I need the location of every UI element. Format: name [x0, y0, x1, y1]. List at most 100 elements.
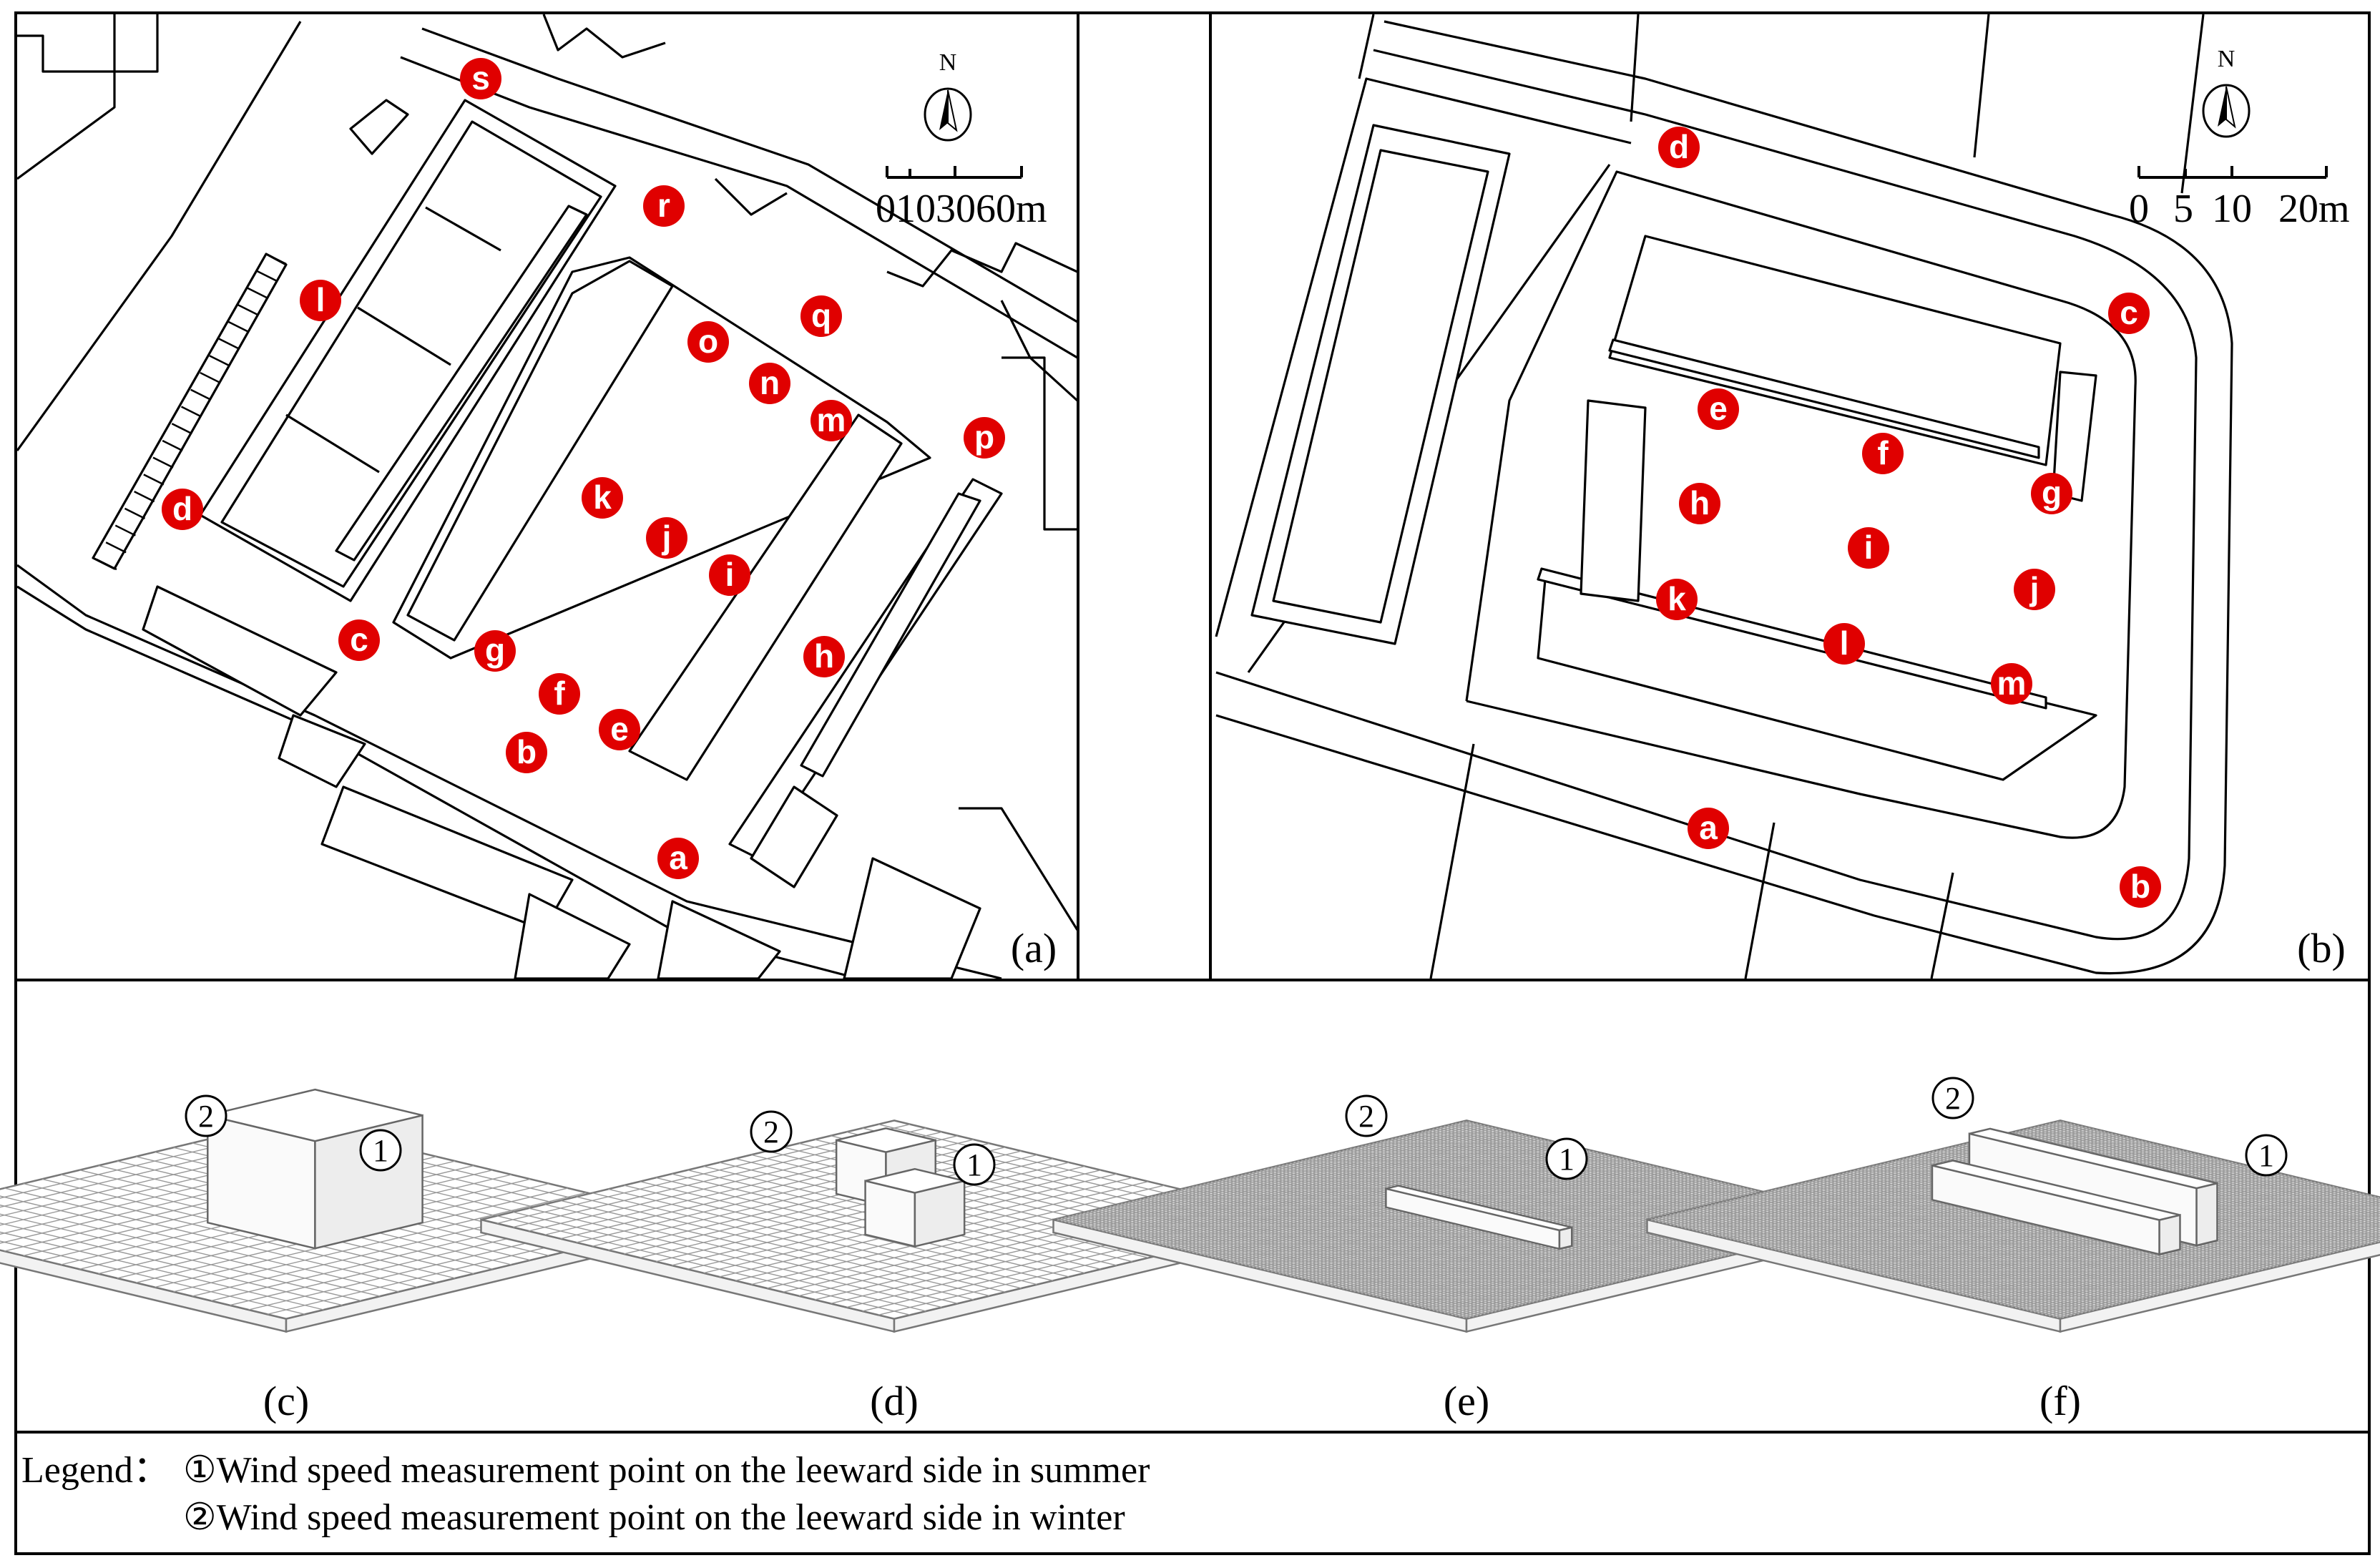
panel-b-label: (b) [2297, 925, 2346, 971]
svg-text:2: 2 [198, 1099, 214, 1134]
legend: Legend： ①Wind speed measurement point on… [21, 1450, 1150, 1538]
panel-a-point-j: j [646, 517, 687, 559]
svg-text:f: f [1877, 434, 1889, 471]
panel-a-point-i: i [709, 554, 750, 596]
svg-text:m: m [1016, 187, 1047, 231]
svg-text:0: 0 [876, 187, 896, 231]
model-building [1385, 1185, 1573, 1250]
panel-a-point-q: q [800, 295, 842, 337]
svg-text:b: b [2130, 868, 2150, 905]
model-panel-label: (e) [1444, 1378, 1489, 1424]
svg-text:l: l [1840, 624, 1849, 662]
panel-a-point-m: m [811, 400, 852, 441]
panel-a-point-h: h [803, 636, 845, 677]
svg-text:p: p [974, 418, 994, 456]
panel-a-point-f: f [539, 673, 580, 715]
panel-a-north-arrow: N [924, 49, 972, 142]
panel-b-point-c: c [2108, 293, 2150, 334]
block-right [728, 478, 1003, 888]
panel-b-point-l: l [1823, 623, 1865, 665]
marker-winter: 2 [1931, 1077, 1974, 1119]
svg-text:d: d [172, 490, 192, 527]
panel-a-point-o: o [687, 321, 729, 363]
svg-text:60: 60 [976, 187, 1016, 231]
svg-text:2: 2 [1945, 1081, 1961, 1116]
svg-text:a: a [1699, 809, 1718, 846]
svg-text:5: 5 [2173, 187, 2193, 231]
panel-a-point-n: n [749, 363, 790, 404]
svg-text:l: l [316, 281, 325, 318]
svg-text:30: 30 [936, 187, 976, 231]
model-panel-label: (c) [263, 1378, 309, 1424]
model-building [1931, 1160, 2181, 1256]
panel-a-point-c: c [338, 619, 380, 661]
panel-a-point-b: b [506, 732, 547, 773]
marker-summer: 1 [2245, 1134, 2288, 1177]
svg-text:d: d [1669, 128, 1689, 165]
block-lower [142, 585, 981, 979]
model-panel-label: (f) [2039, 1378, 2081, 1424]
legend-item-summer: ①Wind speed measurement point on the lee… [183, 1450, 1150, 1491]
svg-text:1: 1 [2258, 1138, 2274, 1173]
svg-text:n: n [760, 364, 780, 401]
legend-title: Legend： [21, 1450, 170, 1491]
svg-text:b: b [516, 733, 537, 770]
svg-text:h: h [1690, 484, 1710, 521]
panel-b-north-arrow: N [2202, 46, 2251, 138]
panel-a-point-d: d [162, 489, 203, 530]
block-middle [392, 256, 931, 781]
panel-a-scale-bar: 0 10 30 60 m [876, 166, 1047, 231]
svg-text:1: 1 [373, 1133, 388, 1168]
svg-text:i: i [1864, 529, 1874, 566]
svg-text:10: 10 [896, 187, 936, 231]
svg-text:c: c [2120, 294, 2138, 331]
panel-a-point-l: l [300, 280, 341, 321]
marker-winter: 2 [750, 1110, 793, 1153]
svg-text:g: g [2042, 474, 2062, 511]
svg-text:2: 2 [1358, 1099, 1374, 1134]
marker-summer: 1 [1545, 1137, 1588, 1180]
panel-a-point-k: k [582, 477, 623, 519]
panel-a-label: (a) [1011, 925, 1057, 971]
panel-a-point-p: p [964, 417, 1005, 459]
svg-text:m: m [817, 401, 846, 438]
panel-a-point-e: e [599, 709, 640, 750]
svg-text:g: g [485, 632, 505, 669]
building-upper [1608, 235, 2062, 466]
panel-b-map [1215, 14, 2233, 979]
marker-summer: 1 [359, 1129, 402, 1172]
panel-b-point-e: e [1698, 388, 1739, 430]
panel-b-point-b: b [2120, 866, 2161, 908]
svg-text:o: o [698, 323, 718, 360]
figure-frames [14, 11, 2371, 1555]
svg-text:1: 1 [1559, 1142, 1575, 1177]
panel-b-point-g: g [2031, 473, 2072, 514]
svg-text:20m: 20m [2278, 187, 2350, 231]
svg-text:i: i [725, 556, 735, 593]
svg-text:r: r [657, 187, 670, 224]
svg-text:c: c [350, 621, 368, 658]
panel-a-point-a: a [657, 838, 699, 879]
svg-text:f: f [554, 675, 565, 712]
panel-b-point-m: m [1991, 663, 2032, 705]
marker-winter: 2 [185, 1094, 227, 1137]
svg-text:k: k [1668, 580, 1686, 617]
svg-text:N: N [2218, 46, 2235, 72]
svg-text:N: N [939, 49, 957, 76]
panel-b-point-k: k [1656, 579, 1698, 620]
block-left [199, 99, 617, 602]
panel-b-point-f: f [1862, 433, 1904, 474]
model-panel-d: 12(d) [480, 1110, 1308, 1424]
svg-text:q: q [811, 297, 831, 334]
svg-text:10: 10 [2212, 187, 2252, 231]
legend-item-winter: ②Wind speed measurement point on the lee… [183, 1497, 1125, 1538]
svg-text:0: 0 [2129, 187, 2149, 231]
panel-a-point-g: g [474, 630, 516, 672]
panel-b-point-a: a [1688, 808, 1729, 849]
svg-text:2: 2 [763, 1114, 779, 1150]
marker-winter: 2 [1345, 1094, 1388, 1137]
model-panel-f: 1 2 (f) [1646, 1077, 2380, 1424]
svg-text:h: h [814, 637, 834, 675]
